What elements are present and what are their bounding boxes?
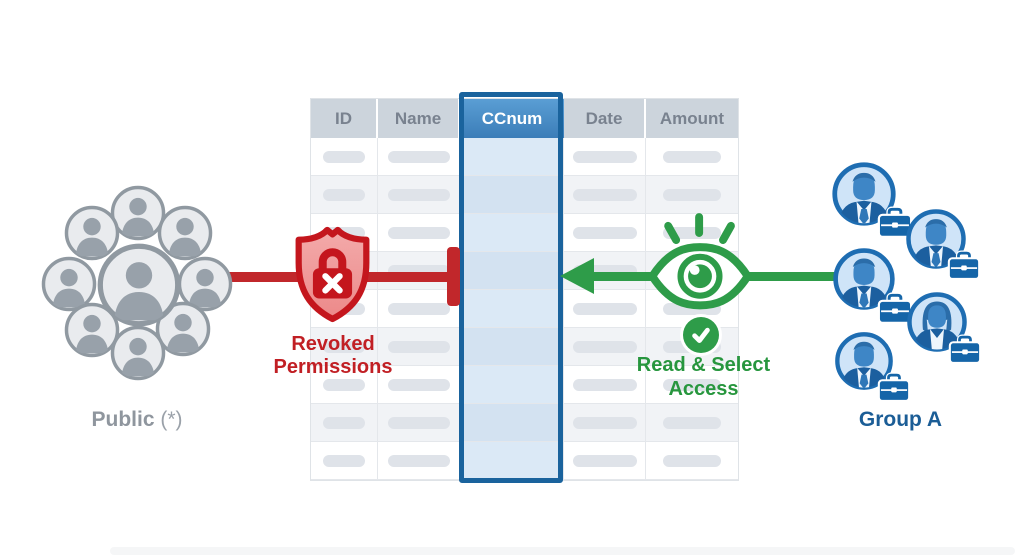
data-cell: [378, 214, 460, 252]
data-cell: [378, 328, 460, 366]
data-cell: [378, 404, 460, 442]
ccnum-cell: [460, 252, 564, 290]
placeholder-pill: [572, 454, 637, 467]
public-users-icon: [35, 180, 235, 385]
data-cell: [378, 366, 460, 404]
data-cell: [646, 404, 738, 442]
column-header-name: Name: [378, 99, 460, 138]
data-cell: [378, 176, 460, 214]
placeholder-pill: [572, 378, 637, 391]
revoked-line1: Revoked: [291, 333, 375, 355]
access-line2: Access: [668, 378, 739, 400]
data-cell: [378, 290, 460, 328]
placeholder-pill: [663, 378, 721, 391]
data-cell: [311, 176, 378, 214]
public-group-label: Public (*): [47, 408, 227, 432]
placeholder-pill: [387, 302, 450, 315]
data-cell: [646, 442, 738, 480]
data-cell: [378, 138, 460, 176]
placeholder-pill: [572, 150, 637, 163]
placeholder-pill: [323, 378, 365, 391]
placeholder-pill: [663, 150, 721, 163]
ccnum-cell: [460, 328, 564, 366]
placeholder-pill: [572, 188, 637, 201]
placeholder-pill: [387, 340, 450, 353]
data-cell: [311, 328, 378, 366]
placeholder-pill: [387, 150, 450, 163]
column-header-ccnum: CCnum: [460, 99, 564, 138]
data-cell: [378, 442, 460, 480]
placeholder-pill: [387, 454, 450, 467]
table-row: [311, 176, 738, 214]
briefcase-icon: [946, 250, 982, 281]
placeholder-pill: [663, 188, 721, 201]
table-header: ID Name CCnum Date Amount: [311, 99, 738, 138]
column-header-amount: Amount: [646, 99, 738, 138]
data-cell: [564, 214, 646, 252]
table-row: [311, 404, 738, 442]
ccnum-cell: [460, 290, 564, 328]
data-cell: [564, 138, 646, 176]
placeholder-pill: [387, 378, 450, 391]
placeholder-pill: [572, 340, 637, 353]
revoked-line2: Permissions: [273, 356, 393, 378]
group-a-label: Group A: [858, 408, 943, 431]
data-cell: [564, 366, 646, 404]
data-cell: [646, 138, 738, 176]
column-header-date: Date: [564, 99, 646, 138]
data-cell: [564, 328, 646, 366]
placeholder-pill: [663, 416, 721, 429]
table-row: [311, 138, 738, 176]
placeholder-pill: [323, 454, 365, 467]
briefcase-icon: [947, 334, 983, 365]
read-select-access-label: Read & Select Access: [601, 353, 806, 401]
check-icon: [683, 317, 719, 353]
table-row: [311, 214, 738, 252]
placeholder-pill: [572, 416, 637, 429]
ccnum-cell: [460, 442, 564, 480]
placeholder-pill: [387, 188, 450, 201]
data-cell: [311, 366, 378, 404]
placeholder-pill: [323, 150, 365, 163]
ccnum-cell: [460, 404, 564, 442]
column-header-id: ID: [311, 99, 378, 138]
data-cell: [378, 252, 460, 290]
data-cell: [564, 442, 646, 480]
placeholder-pill: [323, 188, 365, 201]
placeholder-pill: [663, 454, 721, 467]
briefcase-icon: [876, 372, 912, 403]
data-cell: [311, 404, 378, 442]
ccnum-cell: [460, 366, 564, 404]
public-label-text: Public: [91, 408, 155, 431]
placeholder-pill: [323, 416, 365, 429]
bottom-shadow: [110, 547, 1015, 555]
placeholder-pill: [387, 226, 450, 239]
revoked-permissions-label: Revoked Permissions: [233, 333, 433, 379]
ccnum-cell: [460, 138, 564, 176]
ccnum-cell: [460, 214, 564, 252]
eye-icon: [648, 213, 752, 310]
data-cell: [311, 442, 378, 480]
placeholder-pill: [572, 302, 637, 315]
placeholder-pill: [387, 416, 450, 429]
table-row: [311, 442, 738, 480]
access-line1: Read & Select: [636, 354, 771, 376]
data-cell: [564, 404, 646, 442]
access-arrowhead-icon: [560, 258, 594, 294]
data-cell: [311, 138, 378, 176]
data-cell: [646, 366, 738, 404]
table-row: [311, 366, 738, 404]
placeholder-pill: [323, 340, 365, 353]
shield-lock-icon: [295, 226, 370, 323]
data-cell: [564, 176, 646, 214]
ccnum-cell: [460, 176, 564, 214]
blocked-line-terminator: [447, 247, 460, 306]
table-row: [311, 290, 738, 328]
placeholder-pill: [572, 226, 637, 239]
data-cell: [646, 176, 738, 214]
table-row: [311, 328, 738, 366]
public-label-suffix: (*): [160, 408, 183, 431]
data-cell: [564, 290, 646, 328]
